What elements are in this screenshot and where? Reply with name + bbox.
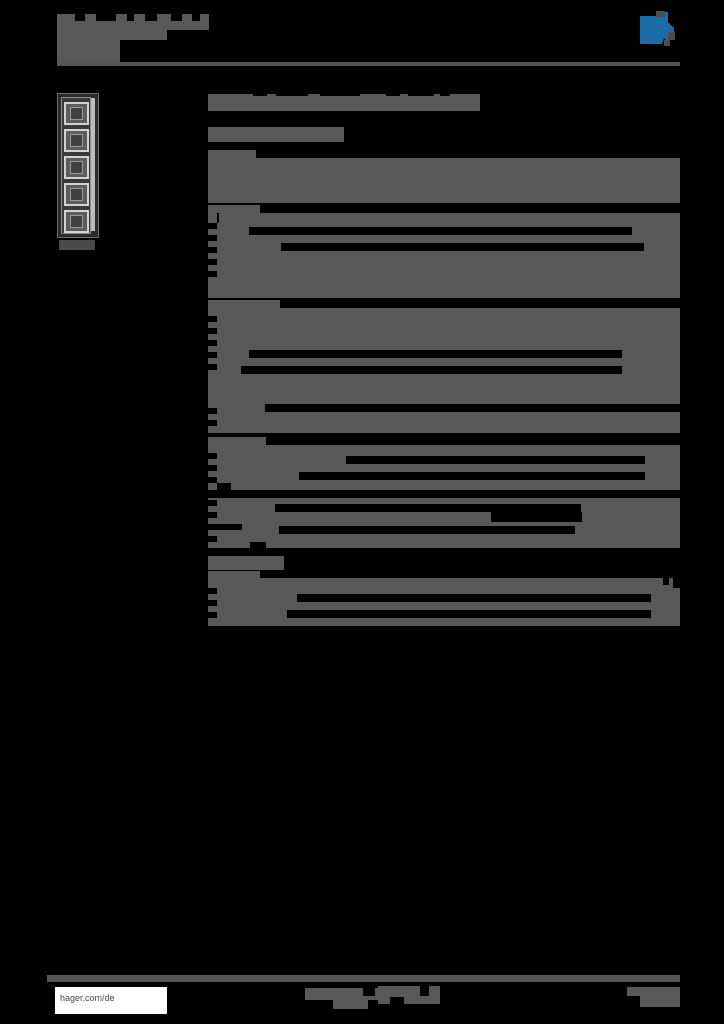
footer-gap	[363, 986, 375, 996]
row-tick	[208, 512, 217, 518]
title-gap	[167, 30, 209, 42]
table-section-1	[208, 158, 680, 203]
frame-gang-3	[64, 156, 89, 179]
title-gap	[127, 14, 134, 21]
frame-side-highlight	[91, 98, 95, 231]
table-section-3-label	[208, 300, 280, 311]
row-tick	[208, 420, 217, 426]
title-gap	[120, 40, 209, 52]
row-tick	[217, 213, 219, 223]
row-value-gap	[279, 526, 575, 534]
hager-logo	[638, 10, 684, 52]
row-tick	[208, 316, 217, 322]
footer-center-redacted-3	[378, 986, 440, 1004]
table-section-4	[208, 445, 680, 490]
row-value-gap	[663, 578, 669, 585]
row-tick	[208, 588, 217, 594]
table-section-3	[208, 308, 680, 433]
footer-gap	[390, 997, 404, 1009]
row-value-gap	[249, 350, 622, 358]
footer-url-box[interactable]	[55, 987, 167, 1014]
row-value-gap	[275, 504, 581, 512]
heading-gap	[276, 88, 308, 96]
frame-gang-4	[64, 183, 89, 206]
frame-gang-5	[64, 210, 89, 233]
row-tick	[208, 223, 217, 229]
row-tick	[208, 328, 217, 334]
row-tick	[208, 247, 217, 253]
row-value-gap	[287, 610, 651, 618]
document-footer	[0, 975, 724, 1024]
footer-right-redacted	[627, 987, 680, 1007]
document-subtitle-redacted	[57, 40, 120, 63]
title-gap	[171, 14, 182, 21]
footer-gap	[627, 996, 640, 1007]
heading-gap	[408, 88, 434, 96]
footer-divider	[47, 975, 680, 982]
heading-gap	[440, 88, 450, 96]
frame-gang-1	[64, 102, 89, 125]
table-section-5	[208, 498, 680, 548]
frame-gang-2	[64, 129, 89, 152]
row-value-gap	[265, 404, 680, 412]
document-title-redacted-line2	[57, 20, 167, 40]
product-caption-redacted	[59, 240, 95, 250]
row-value-gap	[249, 227, 632, 235]
row-tick	[208, 536, 217, 542]
table-section-4-label	[208, 437, 266, 448]
title-gap	[96, 14, 116, 21]
row-value-gap	[491, 512, 582, 522]
document-header	[0, 0, 724, 70]
row-tick	[208, 465, 217, 471]
row-tick	[208, 271, 217, 277]
footer-center-redacted-2	[333, 995, 368, 1009]
footer-gap	[420, 986, 429, 996]
row-tick	[208, 500, 217, 506]
row-value-gap	[241, 366, 622, 374]
heading-gap	[253, 88, 267, 96]
row-tick	[208, 352, 217, 358]
row-tick	[208, 524, 242, 530]
table-section-1-label	[208, 150, 256, 161]
row-tick	[208, 235, 217, 241]
row-tick	[208, 477, 217, 483]
title-gap	[75, 14, 85, 21]
table-section-7-label	[208, 571, 260, 580]
row-value-gap	[281, 243, 644, 251]
row-tick	[208, 600, 217, 606]
row-tick	[208, 259, 217, 265]
page-subtitle-redacted	[208, 127, 344, 142]
row-value-gap	[250, 542, 266, 548]
row-value-gap	[299, 472, 645, 480]
row-tick	[208, 612, 217, 618]
title-gap	[145, 14, 157, 21]
table-section-2-label	[208, 205, 260, 216]
row-tick	[208, 364, 217, 370]
header-divider	[57, 62, 680, 66]
heading-gap	[386, 88, 400, 96]
row-tick	[208, 340, 217, 346]
row-value-gap	[297, 594, 651, 602]
row-value-gap	[673, 578, 680, 588]
table-section-7	[208, 578, 680, 626]
product-photo	[57, 93, 99, 238]
table-section-2	[208, 213, 680, 298]
title-gap	[192, 14, 200, 21]
row-value-gap	[346, 456, 645, 464]
row-value-gap	[217, 483, 231, 490]
page-title-redacted	[208, 94, 480, 111]
row-tick	[208, 453, 217, 459]
row-tick	[208, 408, 217, 414]
table-section-6	[208, 556, 284, 570]
heading-gap	[320, 88, 360, 96]
main-content	[208, 88, 680, 628]
footer-url-link[interactable]: hager.com/de	[60, 993, 115, 1003]
